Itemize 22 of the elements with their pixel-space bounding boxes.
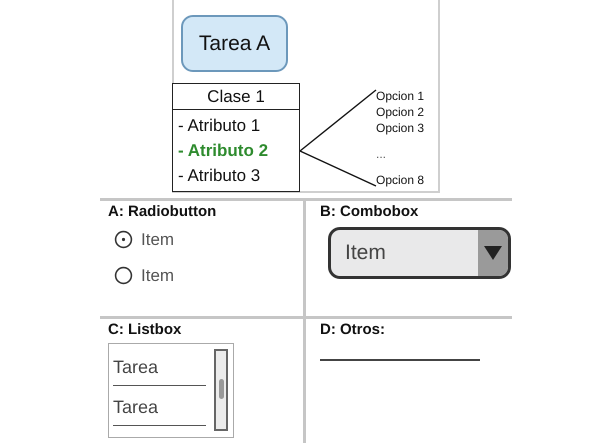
cell-heading: D: Otros:	[320, 321, 385, 339]
class-box	[172, 83, 300, 192]
cell-heading: C: Listbox	[108, 321, 182, 339]
cell-heading: B: Combobox	[320, 203, 418, 221]
class-name: Clase 1	[173, 84, 299, 110]
cell-heading: A: Radiobutton	[108, 203, 216, 221]
list-item: Tarea	[113, 394, 206, 426]
connector-line	[300, 89, 376, 152]
task-box: Tarea A	[181, 15, 288, 72]
attribute-text: - Atributo 1	[172, 114, 300, 138]
radio-label: Item	[141, 229, 174, 251]
radio-label: Item	[141, 264, 174, 286]
list-item: Tarea	[113, 354, 206, 386]
option-text: Opcion 3	[376, 120, 434, 136]
option-text: Opcion 1	[376, 88, 434, 104]
attribute-text: - Atributo 3	[172, 164, 300, 188]
attribute-text: - Atributo 2	[172, 139, 300, 163]
option-text: Opcion 2	[376, 104, 434, 120]
option-text: Opcion 8	[376, 172, 434, 188]
connector-line	[300, 150, 376, 187]
ellipsis-text: ...	[376, 146, 434, 162]
combobox: Item	[328, 227, 511, 279]
